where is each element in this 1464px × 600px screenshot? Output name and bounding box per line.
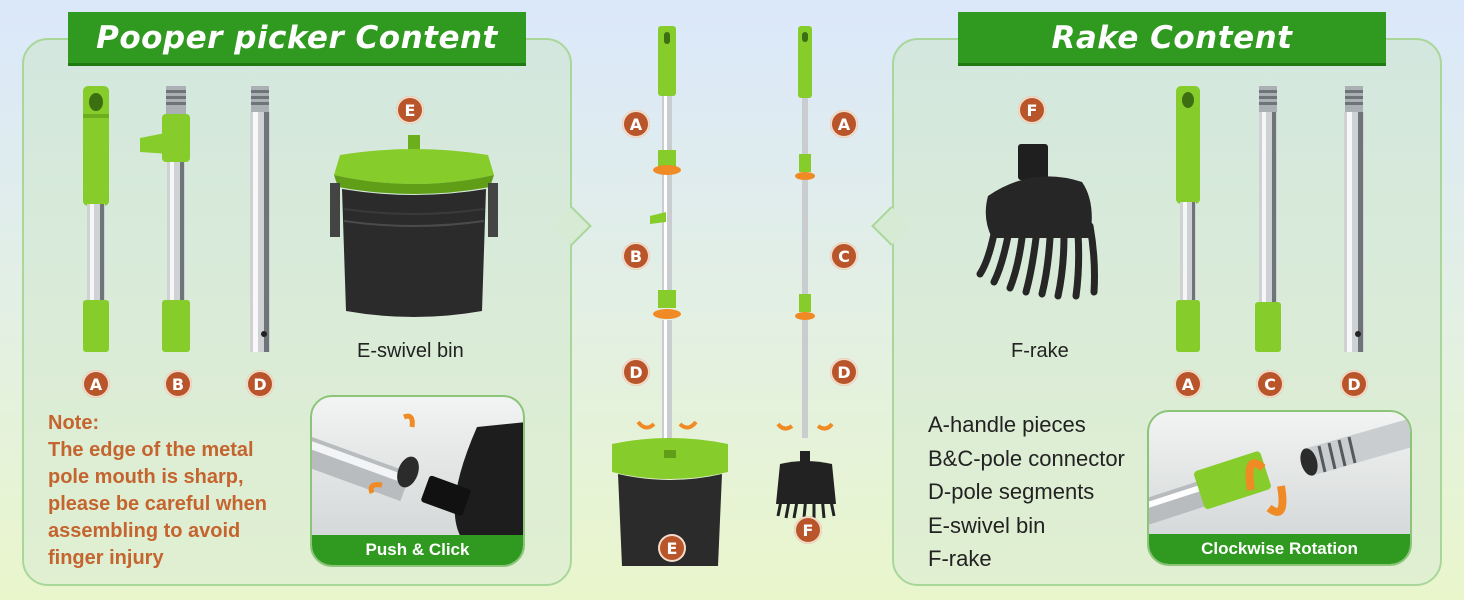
badge-b: B — [164, 370, 192, 398]
center-badge-d: D — [622, 358, 650, 386]
legend-item: F-rake — [928, 546, 992, 571]
rake-handle-a-image — [1176, 86, 1200, 352]
badge-a: A — [82, 370, 110, 398]
center-badge-a: A — [622, 110, 650, 138]
note-title: Note: — [48, 412, 100, 434]
push-click-photo: Push & Click — [310, 395, 525, 567]
rake-center-badge-a: A — [830, 110, 858, 138]
rake-pole-d-image — [1344, 86, 1364, 352]
handle-piece-a-image — [83, 86, 109, 352]
bin-caption: E-swivel bin — [357, 340, 464, 362]
pole-segment-d-image — [250, 86, 270, 352]
warning-note: Note: The edge of the metal pole mouth i… — [48, 410, 298, 572]
assembled-rake-image — [776, 26, 836, 519]
rake-badge-d: D — [1340, 370, 1368, 398]
center-badge-b: B — [622, 242, 650, 270]
legend-item: D-pole segments — [928, 479, 1095, 504]
badge-d: D — [246, 370, 274, 398]
push-click-label: Push & Click — [312, 535, 523, 565]
badge-e: E — [396, 96, 424, 124]
rake-head-image — [976, 144, 1098, 300]
rake-connector-c-image — [1255, 86, 1281, 352]
rake-center-badge-f: F — [794, 516, 822, 544]
swivel-bin-image — [330, 135, 498, 317]
legend-item: E-swivel bin — [928, 512, 1046, 538]
rake-center-badge-c: C — [830, 242, 858, 270]
pole-connector-b-image — [140, 86, 190, 352]
pooper-picker-title: Pooper picker Content — [68, 12, 526, 66]
parts-legend: A-handle pieces B&C-pole connector D-pol… — [928, 408, 1125, 576]
legend-item: B&C-pole connector — [928, 445, 1125, 471]
rake-badge-c: C — [1256, 370, 1284, 398]
rake-badge-a: A — [1174, 370, 1202, 398]
clockwise-rotation-label: Clockwise Rotation — [1149, 534, 1410, 564]
rake-center-badge-d: D — [830, 358, 858, 386]
badge-f: F — [1018, 96, 1046, 124]
clockwise-rotation-photo: Clockwise Rotation — [1147, 410, 1412, 566]
assembled-pooper-picker-image — [612, 26, 728, 566]
rake-title: Rake Content — [958, 12, 1386, 66]
center-badge-e: E — [658, 534, 686, 562]
legend-item: A-handle pieces — [928, 412, 1086, 437]
rake-caption: F-rake — [1011, 340, 1069, 362]
note-text: The edge of the metal pole mouth is shar… — [48, 439, 267, 569]
push-click-illustration — [312, 413, 523, 539]
clockwise-rotation-illustration — [1149, 417, 1410, 530]
